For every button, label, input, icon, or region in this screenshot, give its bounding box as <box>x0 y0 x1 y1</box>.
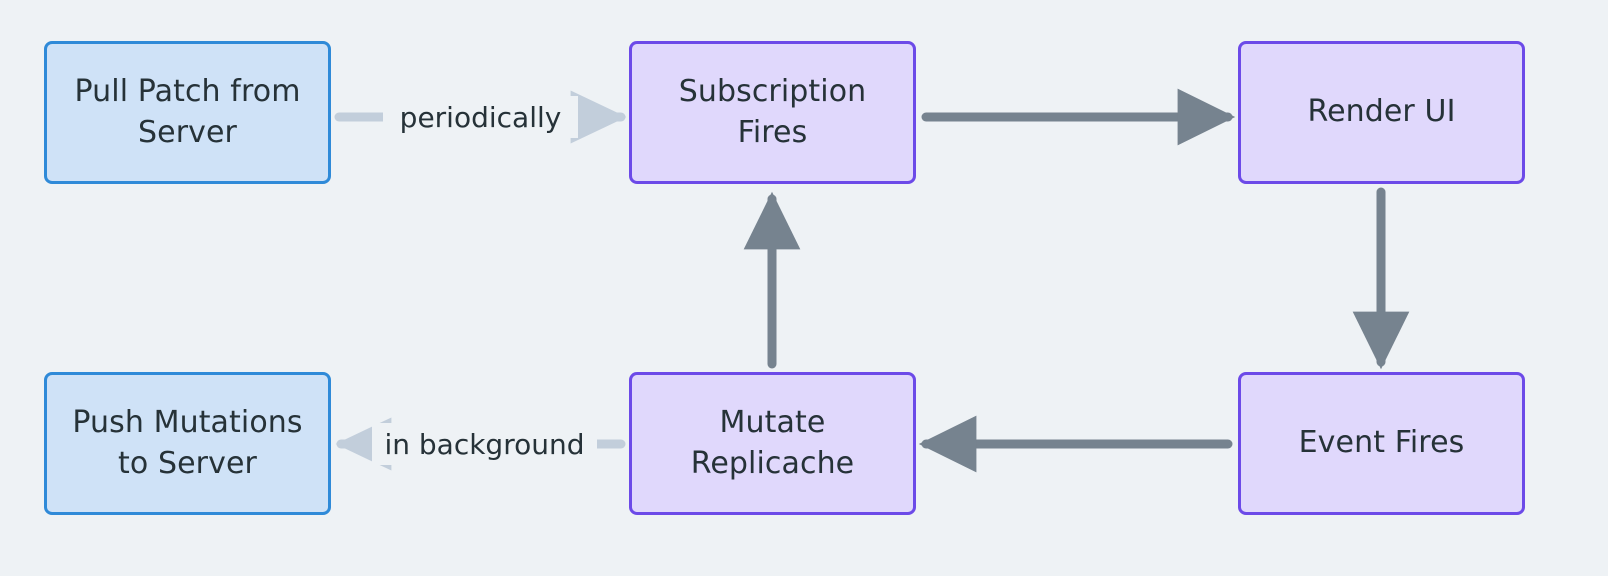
node-label: Mutate Replicache <box>690 405 855 481</box>
edge-label-text: in background <box>384 427 585 461</box>
node-pull-patch-from-server[interactable]: Pull Patch from Server <box>44 41 331 184</box>
node-label: Event Fires <box>1298 425 1465 461</box>
node-push-mutations-to-server[interactable]: Push Mutations to Server <box>44 372 331 515</box>
node-label: Subscription Fires <box>678 74 867 150</box>
node-label: Render UI <box>1307 94 1456 130</box>
node-label: Push Mutations to Server <box>72 405 303 481</box>
node-subscription-fires[interactable]: Subscription Fires <box>629 41 916 184</box>
node-mutate-replicache[interactable]: Mutate Replicache <box>629 372 916 515</box>
node-render-ui[interactable]: Render UI <box>1238 41 1525 184</box>
node-label: Pull Patch from Server <box>74 74 301 150</box>
edge-label-in-background: in background <box>372 423 597 465</box>
edge-label-text: periodically <box>399 100 562 134</box>
edge-label-periodically: periodically <box>383 96 578 138</box>
node-event-fires[interactable]: Event Fires <box>1238 372 1525 515</box>
